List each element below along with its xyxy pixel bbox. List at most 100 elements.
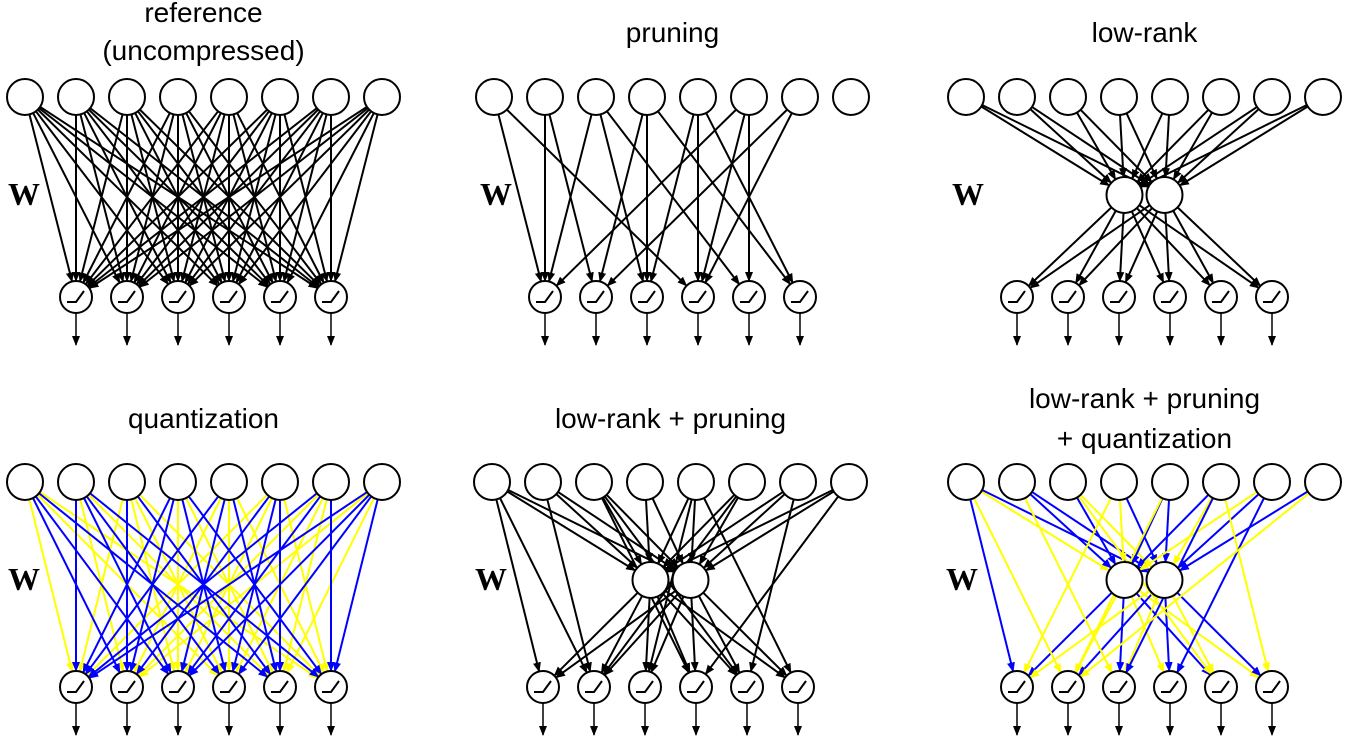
- input-neuron: [728, 463, 766, 501]
- sparse-edge: [1176, 497, 1265, 674]
- relu-icon: [271, 290, 289, 303]
- input-hidden-edge: [1076, 497, 1117, 566]
- quantized-edge-a: [28, 499, 74, 673]
- weight-edge: [506, 108, 688, 287]
- input-neuron: [363, 78, 401, 116]
- input-hidden-edge: [644, 499, 653, 564]
- output-neuron: [161, 280, 195, 314]
- input-neuron: [108, 78, 146, 116]
- relu-icon: [1008, 680, 1026, 693]
- output-neuron: [528, 280, 562, 314]
- quantized-edge-b: [237, 495, 373, 675]
- hidden-neuron: [1145, 176, 1184, 214]
- input-neuron: [1304, 78, 1342, 116]
- hidden-output-edge: [1027, 206, 1113, 287]
- output-neuron: [314, 670, 348, 704]
- output-neuron: [628, 670, 662, 704]
- output-neuron: [59, 670, 93, 704]
- hidden-output-edge: [1176, 206, 1262, 287]
- input-hidden-edge: [1079, 494, 1153, 568]
- weight-edge: [333, 114, 379, 283]
- relu-icon: [1110, 290, 1128, 303]
- input-neuron: [1049, 463, 1087, 501]
- input-hidden-edge: [1118, 499, 1127, 564]
- panel-title: low-rank + pruning: [1029, 383, 1260, 414]
- panel-title: + quantization: [1057, 423, 1232, 454]
- output-neuron: [212, 670, 246, 704]
- sparse-edge: [704, 495, 840, 675]
- output-neuron: [263, 670, 297, 704]
- relu-icon: [322, 680, 340, 693]
- weight-matrix-label: W: [8, 561, 40, 597]
- quantized-edge-b: [188, 494, 371, 677]
- relu-icon: [118, 680, 136, 693]
- input-hidden-edge: [1138, 491, 1258, 571]
- hidden-output-edge: [1138, 589, 1260, 679]
- weight-edge: [86, 108, 268, 287]
- output-neuron: [1051, 670, 1085, 704]
- relu-icon: [169, 680, 187, 693]
- relu-icon: [1161, 680, 1179, 693]
- input-neuron: [628, 78, 666, 116]
- hidden-neuron: [631, 561, 670, 599]
- output-neuron: [1204, 280, 1238, 314]
- hidden-output-edge: [698, 595, 741, 674]
- input-hidden-edge: [657, 497, 690, 565]
- sparse-edge: [1077, 495, 1213, 675]
- weight-edge: [237, 110, 372, 286]
- relu-icon: [1008, 290, 1026, 303]
- edges: [28, 491, 379, 679]
- input-neuron: [779, 463, 817, 501]
- weight-edge: [88, 106, 368, 290]
- hidden-output-edge: [1164, 597, 1173, 673]
- hidden-output-edge: [1027, 591, 1113, 677]
- input-hidden-edge: [506, 490, 637, 572]
- panel-title: quantization: [128, 403, 279, 434]
- input-hidden-edge: [1118, 114, 1127, 179]
- input-neuron: [1253, 78, 1291, 116]
- relu-icon: [322, 290, 340, 303]
- input-neuron: [679, 78, 717, 116]
- input-neuron: [830, 463, 868, 501]
- input-hidden-edge: [1139, 104, 1308, 188]
- output-neuron: [1051, 280, 1085, 314]
- output-neuron: [1153, 670, 1187, 704]
- input-neuron: [947, 78, 985, 116]
- hidden-output-edge: [553, 591, 639, 677]
- input-neuron: [998, 463, 1036, 501]
- relu-icon: [271, 680, 289, 693]
- relu-icon: [1059, 290, 1077, 303]
- output-neuron: [579, 280, 613, 314]
- input-neuron: [261, 463, 299, 501]
- weight-matrix-label: W: [946, 561, 978, 597]
- hidden-output-edge: [1176, 591, 1262, 677]
- hidden-output-edge: [1135, 592, 1212, 676]
- hidden-output-edge: [600, 595, 643, 674]
- edges: [980, 104, 1309, 289]
- sparse-edge: [495, 499, 541, 673]
- input-neuron: [626, 463, 664, 501]
- panel-title: low-rank + pruning: [555, 403, 786, 434]
- input-neuron: [1049, 78, 1087, 116]
- input-hidden-edge: [555, 493, 638, 569]
- quantized-edge-a: [86, 494, 269, 677]
- output-neuron: [630, 280, 664, 314]
- panel-title: low-rank: [1092, 17, 1199, 48]
- relu-icon: [534, 680, 552, 693]
- input-hidden-edge: [602, 497, 643, 566]
- hidden-neuron: [1145, 561, 1184, 599]
- hidden-output-edge: [661, 592, 738, 676]
- output-neuron: [212, 280, 246, 314]
- hidden-neuron: [1105, 176, 1144, 214]
- sparse-edge: [602, 495, 738, 675]
- relu-icon: [67, 680, 85, 693]
- relu-icon: [687, 680, 705, 693]
- edges: [969, 489, 1310, 679]
- input-hidden-edge: [1079, 109, 1153, 183]
- relu-icon: [1059, 680, 1077, 693]
- hidden-neuron: [671, 561, 710, 599]
- output-neuron: [577, 670, 611, 704]
- input-neuron: [677, 463, 715, 501]
